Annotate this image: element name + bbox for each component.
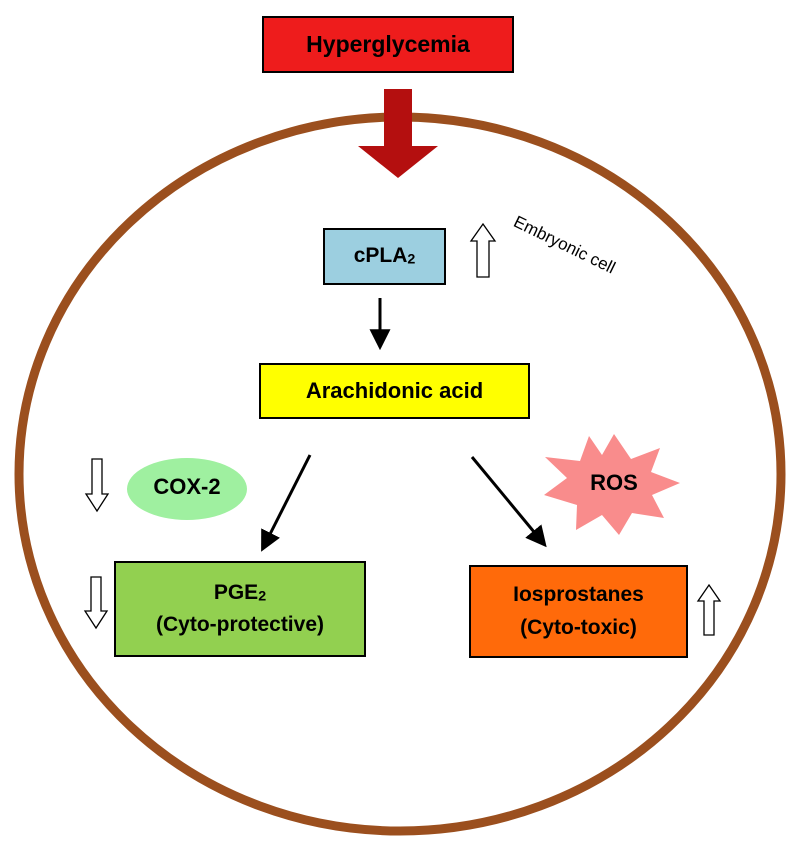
arachidonic-to-pge2-arrow [261, 454, 312, 552]
hyperglycemia-label: Hyperglycemia [306, 31, 470, 58]
pge2-label: PGE2 [213, 580, 267, 605]
pge2-down-arrow-icon [83, 576, 109, 630]
arachidonic-to-isoprostanes-arrow [470, 456, 547, 548]
cox2-down-arrow-icon [84, 458, 110, 513]
cox2-label: COX-2 [153, 474, 221, 499]
isoprostanes-box: Iosprostanes (Cyto-toxic) [469, 565, 688, 658]
cpla2-up-arrow-icon [469, 222, 497, 278]
hyperglycemia-box: Hyperglycemia [262, 16, 514, 73]
arachidonic-acid-box: Arachidonic acid [259, 363, 530, 419]
isoprostanes-up-arrow-icon [696, 583, 722, 636]
cpla2-label: cPLA2 [353, 244, 416, 268]
isoprostanes-label: Iosprostanes [513, 583, 644, 607]
arachidonic-acid-label: Arachidonic acid [305, 378, 484, 404]
cpla2-box: cPLA2 [323, 228, 446, 285]
pge2-box: PGE2 (Cyto-protective) [114, 561, 366, 657]
isoprostanes-role: (Cyto-toxic) [520, 615, 637, 639]
pge2-role: (Cyto-protective) [155, 613, 324, 637]
hyperglycemia-arrow [358, 89, 438, 178]
ros-label: ROS [590, 470, 638, 495]
ros-burst [544, 434, 680, 535]
cox2-ellipse [127, 458, 247, 520]
